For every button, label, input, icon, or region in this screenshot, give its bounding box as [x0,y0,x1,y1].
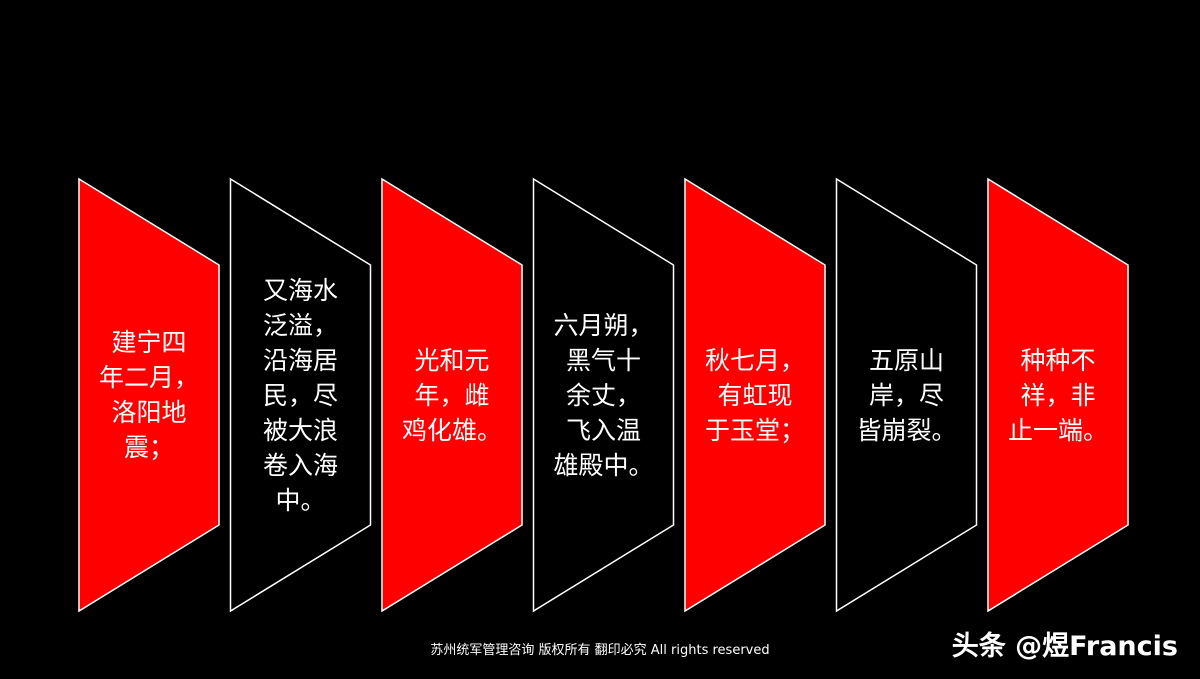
panel-text-6: 五原山 岸，尽 皆崩裂。 [856,345,957,445]
panel-shape-6 [835,177,978,613]
panel-text-2: 又海水 泛溢， 沿海居 民，尽 被大浪 卷入海 中。 [262,275,338,515]
panel-text-1: 建宁四 年二月， 洛阳地 震； [98,328,199,462]
panel-shape-3 [381,177,523,613]
copyright-footer: 苏州统军管理咨询 版权所有 翻印必究 All rights reserved [430,643,770,658]
panel-text-7: 种种不 祥，非 止一端。 [1007,345,1108,445]
panel-text-5: 秋七月， 有虹现 于玉堂； [704,345,805,445]
panel-text-4: 六月朔， 黑气十 余丈， 飞入温 雄殿中。 [553,310,654,480]
panel-shape-4 [532,177,675,613]
panel-shape-5 [684,177,826,613]
panel-shape-7 [987,177,1129,613]
panel-shape-2 [229,177,372,613]
panel-text-3: 光和元 年，雌 鸡化雄。 [401,345,502,445]
watermark-label: 头条 @煜Francis [951,631,1178,662]
panel-shape-1 [78,177,220,613]
